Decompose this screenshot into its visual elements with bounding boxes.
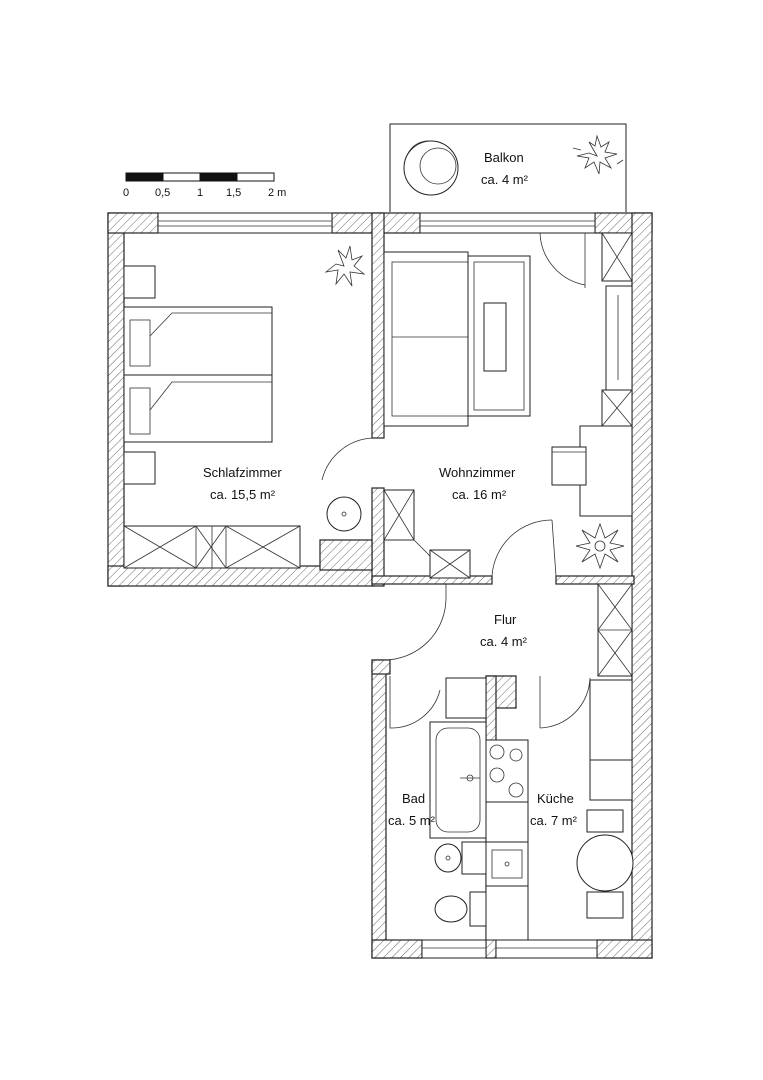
room-name-wohnzimmer: Wohnzimmer xyxy=(439,465,516,480)
kitchen-fixtures xyxy=(485,679,634,941)
room-area-bad: ca. 5 m² xyxy=(388,813,436,828)
room-area-kueche: ca. 7 m² xyxy=(530,813,578,828)
scale-bar: 0 0,5 1 1,5 2 m xyxy=(123,172,286,199)
room-name-flur: Flur xyxy=(494,612,517,627)
plant-icon xyxy=(572,134,624,175)
room-area-schlafzimmer: ca. 15,5 m² xyxy=(210,487,276,502)
sofa-icon xyxy=(383,251,469,427)
room-name-bad: Bad xyxy=(402,791,425,806)
room-area-balkon: ca. 4 m² xyxy=(481,172,529,187)
scale-tick-label: 0,5 xyxy=(155,187,170,199)
tv-sideboard-icon xyxy=(605,285,633,391)
scale-tick-label: 1,5 xyxy=(226,187,241,199)
desk-icon xyxy=(579,425,633,517)
walls xyxy=(107,212,653,959)
toilet-icon xyxy=(434,891,487,927)
bedroom-furniture xyxy=(123,245,366,569)
chair-icon xyxy=(551,446,587,486)
living-furniture xyxy=(383,232,633,579)
room-name-schlafzimmer: Schlafzimmer xyxy=(203,465,282,480)
bathtub-icon xyxy=(429,721,487,839)
room-area-wohnzimmer: ca. 16 m² xyxy=(452,487,507,502)
room-labels: Schlafzimmer ca. 15,5 m² Wohnzimmer ca. … xyxy=(203,465,578,828)
doors xyxy=(321,232,591,729)
windows xyxy=(157,212,598,959)
stove-icon xyxy=(485,739,529,803)
bathroom-fixtures xyxy=(429,677,487,927)
balcony: Balkon ca. 4 m² xyxy=(389,123,627,212)
hallway-furniture xyxy=(597,583,633,677)
round-table-icon xyxy=(326,496,362,532)
nightstand-icon xyxy=(123,265,156,299)
sink-icon xyxy=(434,843,462,873)
room-name-kueche: Küche xyxy=(537,791,574,806)
room-area-flur: ca. 4 m² xyxy=(480,634,528,649)
room-name-balkon: Balkon xyxy=(484,150,524,165)
plant-icon xyxy=(575,522,625,570)
scale-tick-label: 1 xyxy=(197,187,203,199)
nightstand-icon xyxy=(123,451,156,485)
dining-table-icon xyxy=(576,809,634,919)
kitchen-sink-icon xyxy=(485,841,529,887)
fridge-icon xyxy=(589,679,633,761)
scale-tick-label: 2 m xyxy=(268,187,286,199)
scale-tick-label: 0 xyxy=(123,187,129,199)
coffee-table-icon xyxy=(483,302,507,372)
plant-icon xyxy=(324,245,366,287)
